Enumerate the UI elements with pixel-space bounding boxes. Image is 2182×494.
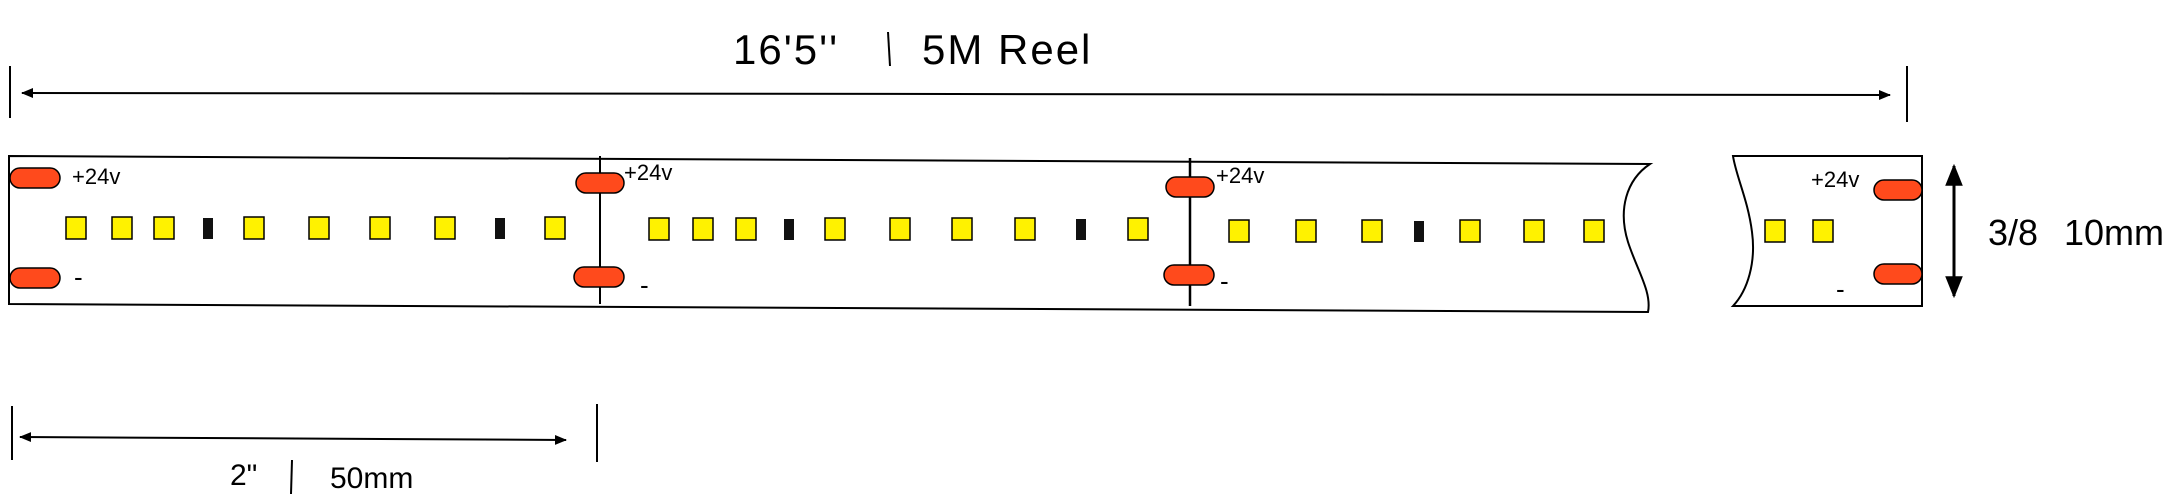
led-chip (1583, 219, 1605, 243)
negative-label: - (640, 270, 649, 300)
solder-pad (1165, 176, 1215, 198)
solder-pad (9, 167, 61, 189)
led-chip (1228, 219, 1250, 243)
led-chip (308, 216, 330, 240)
positive-label: +24v (1216, 163, 1264, 188)
negative-label: - (74, 262, 83, 292)
reel-length-dimension: 16'5'' 5M Reel (9, 26, 1908, 122)
led-chip (544, 216, 566, 240)
led-chip (1361, 219, 1383, 243)
reel-length-imperial: 16'5'' (733, 26, 839, 73)
led-chip (951, 217, 973, 241)
led-chip (1812, 219, 1834, 243)
resistor (1414, 221, 1424, 242)
led-chip (65, 216, 87, 240)
led-strip-end-piece: +24v - (1730, 155, 1923, 307)
positive-label: +24v (72, 164, 120, 189)
solder-pad (1873, 263, 1923, 285)
solder-pad (9, 267, 61, 289)
resistor (495, 218, 505, 239)
led-chip (735, 217, 757, 241)
led-chip (111, 216, 133, 240)
segment-length-arrow (19, 432, 567, 445)
led-chip (243, 216, 265, 240)
led-chip (1523, 219, 1545, 243)
reel-length-arrow (21, 88, 1891, 100)
positive-label: +24v (624, 160, 672, 185)
segment-length-dimension: 2" 50mm (11, 404, 598, 494)
led-chip (1127, 217, 1149, 241)
solder-pad (575, 172, 625, 194)
led-chip (369, 216, 391, 240)
solder-pad (1873, 179, 1923, 201)
solder-pad (1163, 264, 1215, 286)
led-chip (1459, 219, 1481, 243)
negative-label: - (1836, 274, 1845, 304)
led-chip (1295, 219, 1317, 243)
strip-width-metric: 10mm (2064, 212, 2164, 253)
led-chip (824, 217, 846, 241)
led-chip (434, 216, 456, 240)
positive-label: +24v (1811, 167, 1859, 192)
led-chip (648, 217, 670, 241)
segment-length-separator (290, 459, 293, 494)
led-chip (153, 216, 175, 240)
reel-length-separator (887, 31, 891, 67)
segment-length-imperial: 2" (230, 459, 257, 492)
led-chip (1764, 219, 1786, 243)
solder-pad (573, 266, 625, 288)
strip-width-dimension: 3/8 10mm (1945, 163, 2164, 299)
reel-length-metric: 5M Reel (922, 26, 1092, 73)
resistor (784, 219, 794, 240)
led-chip (889, 217, 911, 241)
led-chip (692, 217, 714, 241)
strip-width-imperial: 3/8 (1988, 212, 2038, 253)
resistor (1076, 219, 1086, 240)
resistor (203, 218, 213, 239)
led-strip-main: +24v - +24v - +24v - (8, 154, 1654, 314)
segment-length-metric: 50mm (330, 462, 413, 494)
negative-label: - (1220, 266, 1229, 296)
led-chip (1014, 217, 1036, 241)
